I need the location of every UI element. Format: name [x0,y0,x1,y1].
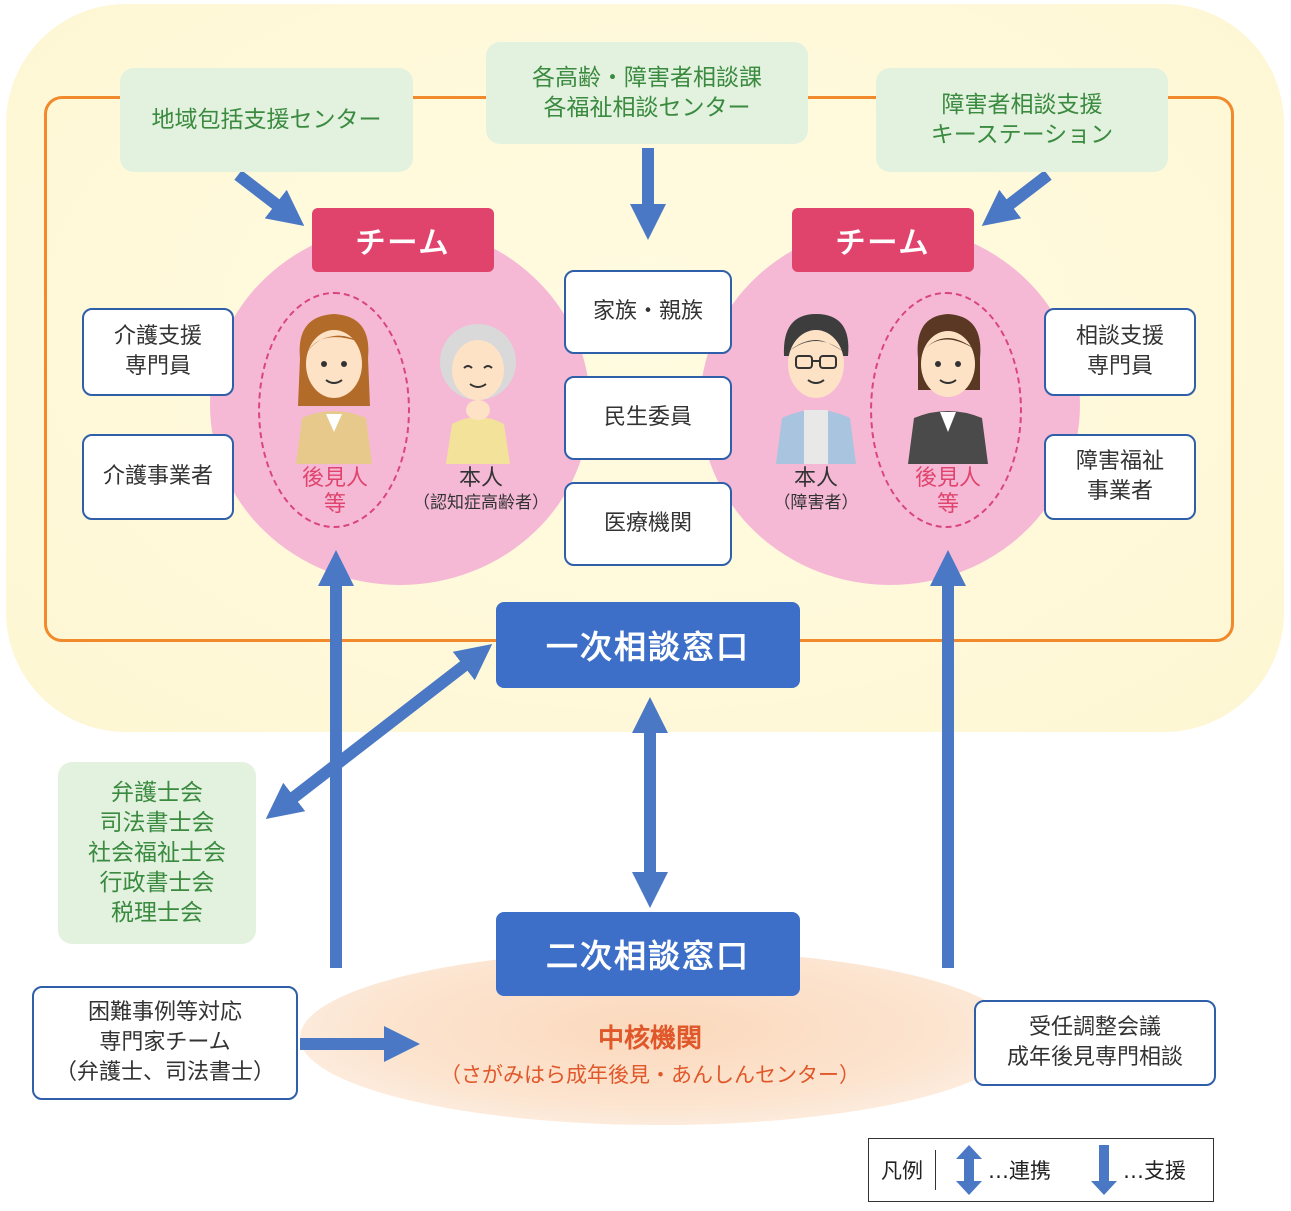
welfare-commissioner-label: 民生委員 [603,405,692,430]
care-business-box: 介護事業者 [82,434,234,520]
family-box: 家族・親族 [564,270,732,354]
assoc-admin-scriveners: 行政書士会 [99,870,215,896]
legend-cooperation: …連携 [988,1159,1051,1183]
left-guardian-figure [296,314,372,464]
guardianship-consultation-label: 成年後見専門相談 [1006,1045,1183,1070]
arrow-assoc-primary-link [265,643,493,820]
down-arrow-icon [1091,1145,1117,1195]
disability-business-line2: 事業者 [1086,479,1153,504]
right-principal-name: 本人 [793,466,838,491]
consultation-division-line1: 各高齢・障害者相談課 [532,65,762,91]
legend-title: 凡例 [881,1159,923,1183]
assoc-social-workers: 社会福祉士会 [88,840,226,866]
arrow-right-top-to-team [981,170,1052,226]
disability-business-box: 障害福祉 事業者 [1044,434,1196,520]
legend: 凡例 …連携 …支援 [868,1138,1214,1202]
difficult-cases-line1: 困難事例等対応 [87,1000,242,1025]
professional-associations-box: 弁護士会 司法書士会 社会福祉士会 行政書士会 税理士会 [58,762,256,944]
regional-support-center-box: 地域包括支援センター [120,68,413,172]
consult-support-line1: 相談支援 [1075,324,1164,349]
left-principal-sub: （認知症高齢者） [413,493,549,513]
primary-window-label: 一次相談窓口 [545,628,750,666]
left-principal-name: 本人 [458,466,503,491]
right-team-label: チーム [792,208,974,272]
difficult-case-expert-team-box: 困難事例等対応 専門家チーム （弁護士、司法書士） [32,986,298,1100]
assoc-tax-accountants: 税理士会 [111,900,203,926]
double-arrow-icon [956,1145,982,1195]
disability-keystation-box: 障害者相談支援 キーステーション [876,68,1168,172]
right-principal-label: 本人 （障害者） [748,466,884,514]
family-label: 家族・親族 [592,299,703,324]
secondary-consultation-window: 二次相談窓口 [496,912,800,996]
difficult-cases-line3: （弁護士、司法書士） [54,1060,275,1085]
care-support-specialist-box: 介護支援 専門員 [82,308,234,396]
right-guardian-oval [870,292,1022,528]
right-guardian-line1: 後見人 [914,466,981,491]
care-support-line2: 専門員 [124,354,191,379]
core-agency-label: 中核機関 （さがみはら成年後見・あんしんセンター） [400,1018,900,1089]
medical-institution-box: 医療機関 [564,482,732,566]
consult-support-line2: 専門員 [1086,354,1153,379]
left-principal-figure [440,324,516,464]
core-agency-sub: （さがみはら成年後見・あんしんセンター） [440,1063,860,1087]
assoc-judicial-scriveners: 司法書士会 [99,810,215,836]
coordination-meeting-label: 受任調整会議 [1028,1015,1161,1040]
right-guardian-line2: 等 [936,492,959,517]
care-business-label: 介護事業者 [102,464,213,489]
right-guardian-figure [908,314,988,464]
right-principal-figure [776,314,856,464]
disability-keystation-line1: 障害者相談支援 [941,92,1103,118]
consultation-division-box: 各高齢・障害者相談課 各福祉相談センター [486,42,808,144]
consultation-division-line2: 各福祉相談センター [543,95,751,121]
medical-label: 医療機関 [603,511,692,536]
disability-business-line1: 障害福祉 [1075,449,1164,474]
primary-consultation-window: 一次相談窓口 [496,602,800,688]
left-guardian-line2: 等 [323,492,346,517]
right-guardian-label: 後見人 等 [892,466,1004,518]
core-agency-title: 中核機関 [597,1024,702,1054]
welfare-commissioner-box: 民生委員 [564,376,732,460]
disability-keystation-line2: キーステーション [930,122,1114,148]
legend-support: …支援 [1123,1159,1186,1183]
left-principal-label: 本人 （認知症高齢者） [396,466,566,514]
left-team-label-text: チーム [355,226,451,261]
left-guardian-oval [258,292,410,528]
assoc-lawyers: 弁護士会 [111,780,203,806]
left-guardian-line1: 後見人 [301,466,368,491]
consult-support-specialist-box: 相談支援 専門員 [1044,308,1196,396]
regional-support-center-label: 地域包括支援センター [151,107,382,133]
arrow-left-top-to-team [234,170,305,226]
left-guardian-label: 後見人 等 [280,466,390,518]
left-team-label: チーム [312,208,494,272]
secondary-window-label: 二次相談窓口 [545,937,750,975]
right-team-label-text: チーム [835,226,931,261]
difficult-cases-line2: 専門家チーム [99,1030,231,1055]
guardianship-consultation-box: 受任調整会議 成年後見専門相談 [974,1000,1216,1086]
care-support-line1: 介護支援 [113,324,202,349]
right-principal-sub: （障害者） [773,493,859,513]
